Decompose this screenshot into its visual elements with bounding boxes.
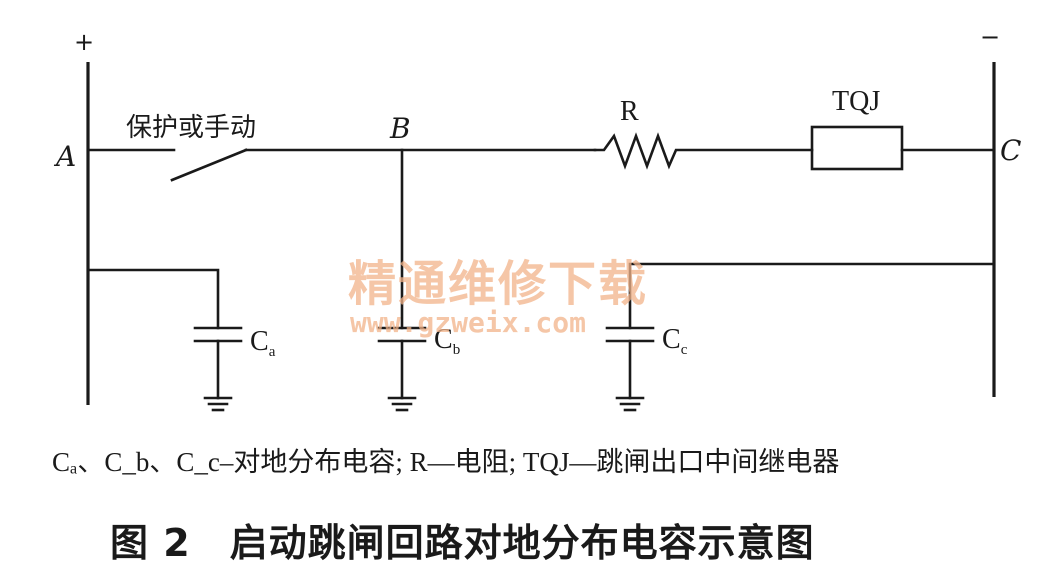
positive-sign: + [74, 28, 94, 56]
capacitor-a-label: Ca [250, 326, 276, 360]
watermark-text: 精通维修下载 [348, 256, 648, 312]
capacitor-c-branch [605, 262, 996, 412]
ground-c-icon [615, 396, 645, 412]
node-a-label: A [53, 140, 76, 173]
diagram-legend: Cₐ、C_b、C_c–对地分布电容; R—电阻; TQJ—跳闸出口中间继电器 [52, 447, 840, 477]
switch-contact [170, 148, 248, 182]
relay-label: TQJ [832, 86, 880, 117]
node-b-label: B [389, 112, 411, 145]
resistor-label: R [620, 96, 639, 127]
capacitor-b-branch [377, 148, 427, 412]
node-c-label: C [1000, 134, 1021, 167]
watermark-url: www.gzweix.com [350, 306, 586, 339]
circuit-diagram: + − A B C 保护或手动 R TQJ Ca [53, 23, 1021, 412]
switch-label: 保护或手动 [126, 113, 256, 143]
capacitor-b-label: Cb [434, 324, 460, 358]
figure-caption: 图 2 启动跳闸回路对地分布电容示意图 [110, 521, 815, 565]
resistor-symbol [593, 132, 814, 170]
ground-a-icon [203, 396, 233, 412]
ground-b-icon [387, 396, 417, 412]
capacitor-c-label: Cc [662, 324, 688, 358]
relay-coil [810, 125, 904, 171]
negative-sign: − [980, 23, 1000, 51]
trip-circuit [86, 125, 996, 182]
capacitor-a-branch [86, 268, 243, 412]
